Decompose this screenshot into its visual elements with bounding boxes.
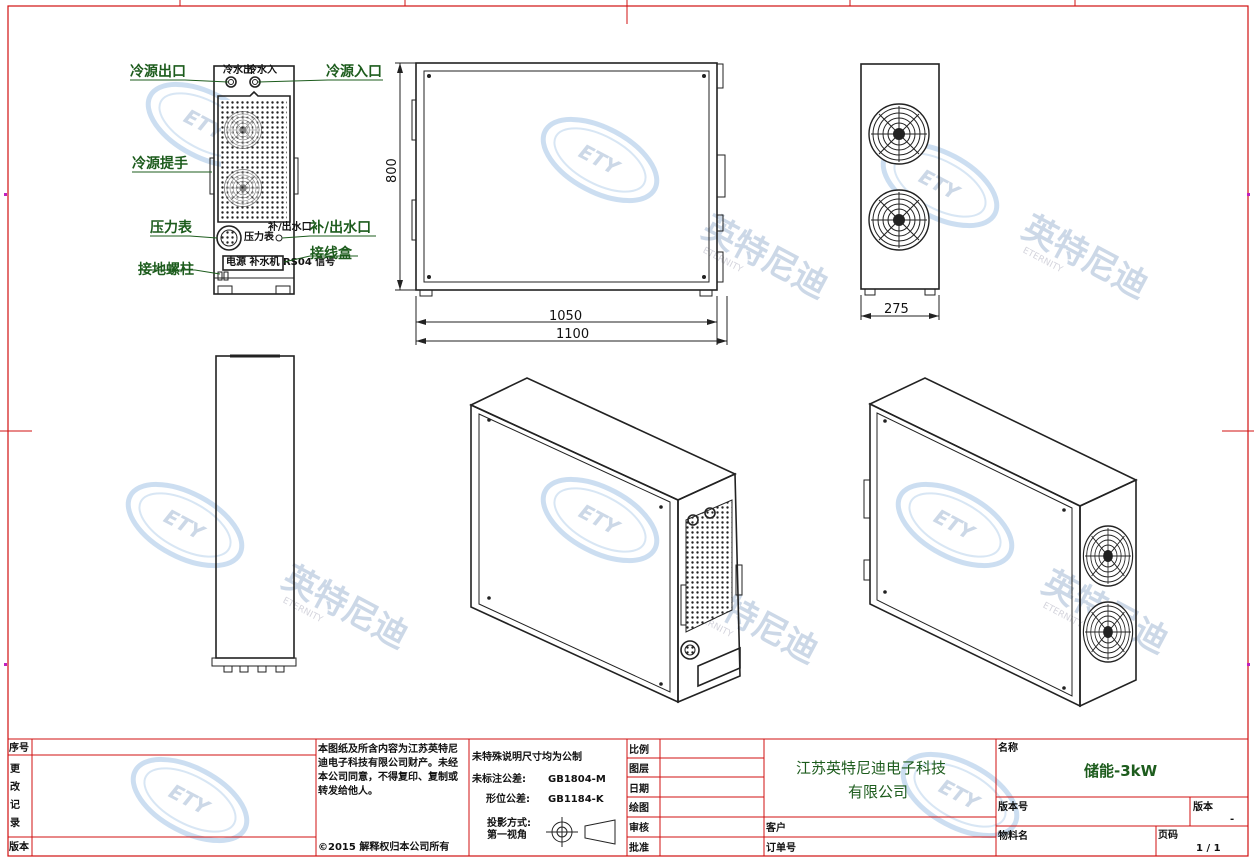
svg-text:形位公差:: 形位公差: xyxy=(486,792,530,805)
dim-width-inner: 1050 xyxy=(549,309,582,324)
svg-text:改: 改 xyxy=(10,780,21,793)
label-ground-post: 接地螺柱 xyxy=(138,261,194,278)
svg-text:-: - xyxy=(1230,814,1234,825)
svg-text:审核: 审核 xyxy=(629,821,649,834)
svg-text:比例: 比例 xyxy=(629,743,649,756)
svg-text:绘图: 绘图 xyxy=(629,801,649,814)
dim-height: 800 xyxy=(385,158,400,183)
projection-symbol-icon xyxy=(546,817,616,847)
label-handle: 冷源提手 xyxy=(132,155,188,172)
label-junction-box: 接线盒 xyxy=(310,245,353,262)
svg-text:版本: 版本 xyxy=(1193,800,1214,813)
svg-text:未特殊说明尺寸均为公制: 未特殊说明尺寸均为公制 xyxy=(471,750,582,763)
svg-text:本图纸及所含内容为江苏英特尼: 本图纸及所含内容为江苏英特尼 xyxy=(318,742,458,755)
svg-text:名称: 名称 xyxy=(998,741,1018,754)
svg-text:订单号: 订单号 xyxy=(766,841,796,854)
svg-text:物料名: 物料名 xyxy=(998,829,1028,842)
tb-page: 1 / 1 xyxy=(1196,843,1221,854)
tb-copyright: ©2015 解释权归本公司所有 xyxy=(318,840,449,853)
svg-text:更: 更 xyxy=(10,763,21,775)
label-pressure-gauge: 压力表 xyxy=(150,219,193,236)
tb-seq: 序号 xyxy=(9,741,29,754)
tb-company-line1: 江苏英特尼迪电子科技 xyxy=(796,759,946,777)
svg-text:日期: 日期 xyxy=(629,782,649,795)
dim-depth: 275 xyxy=(884,302,909,317)
label-fill-drain: 补/出水口 xyxy=(309,219,371,236)
front-view-callouts xyxy=(130,79,383,275)
iso-view-rear xyxy=(863,377,1138,708)
svg-text:ETY: ETY xyxy=(915,164,965,206)
sheet-border xyxy=(7,5,1249,857)
tb-version-col: 版本 xyxy=(9,840,30,853)
svg-text:投影方式:: 投影方式: xyxy=(487,816,531,829)
iso-view-front xyxy=(469,377,743,704)
svg-text:客户: 客户 xyxy=(765,821,786,834)
svg-text:ETY: ETY xyxy=(160,504,210,546)
front-view: 冷水出 冷水入 压力表 补/出水口 电源 补水机 RS04 信号 xyxy=(209,63,335,295)
top-view xyxy=(211,354,297,673)
svg-text:ETY: ETY xyxy=(165,779,215,821)
svg-text:ETY: ETY xyxy=(930,504,980,546)
dim-width-outer: 1100 xyxy=(556,327,589,342)
rear-view: 275 xyxy=(860,63,940,320)
svg-text:GB1184-K: GB1184-K xyxy=(548,794,605,805)
svg-text:录: 录 xyxy=(10,817,20,829)
svg-text:ETY: ETY xyxy=(935,774,985,816)
title-block: 序号 更 改 记 录 版本 本图纸及所含内容为江苏英特尼 迪电子科技有限公司财产… xyxy=(8,738,1248,856)
svg-text:转发给他人。: 转发给他人。 xyxy=(318,784,378,797)
svg-text:电源 补水机 RS04 信号: 电源 补水机 RS04 信号 xyxy=(226,255,335,268)
svg-text:未标注公差:: 未标注公差: xyxy=(471,772,526,785)
svg-text:冷水出: 冷水出 xyxy=(223,63,253,76)
svg-text:图层: 图层 xyxy=(629,763,649,775)
label-cold-inlet: 冷源入口 xyxy=(326,63,382,80)
svg-text:本公司同意，不得复印、复制或: 本公司同意，不得复印、复制或 xyxy=(318,770,458,783)
svg-text:ETY: ETY xyxy=(575,499,625,541)
svg-text:迪电子科技有限公司财产。未经: 迪电子科技有限公司财产。未经 xyxy=(318,756,458,769)
tb-name-value: 储能-3kW xyxy=(1084,762,1158,780)
side-view: 800 1050 1100 xyxy=(385,62,728,345)
label-cold-outlet: 冷源出口 xyxy=(130,63,186,80)
tb-company-line2: 有限公司 xyxy=(848,783,908,801)
svg-text:补/出水口: 补/出水口 xyxy=(267,220,312,233)
svg-text:冷水入: 冷水入 xyxy=(247,63,277,76)
svg-text:第一视角: 第一视角 xyxy=(487,828,527,841)
svg-text:版本号: 版本号 xyxy=(998,800,1028,813)
svg-text:批准: 批准 xyxy=(629,841,649,854)
svg-text:ETY: ETY xyxy=(575,139,625,181)
svg-text:记: 记 xyxy=(10,799,20,811)
svg-text:压力表: 压力表 xyxy=(244,230,275,243)
svg-text:GB1804-M: GB1804-M xyxy=(548,774,606,785)
svg-text:页码: 页码 xyxy=(1158,829,1178,841)
